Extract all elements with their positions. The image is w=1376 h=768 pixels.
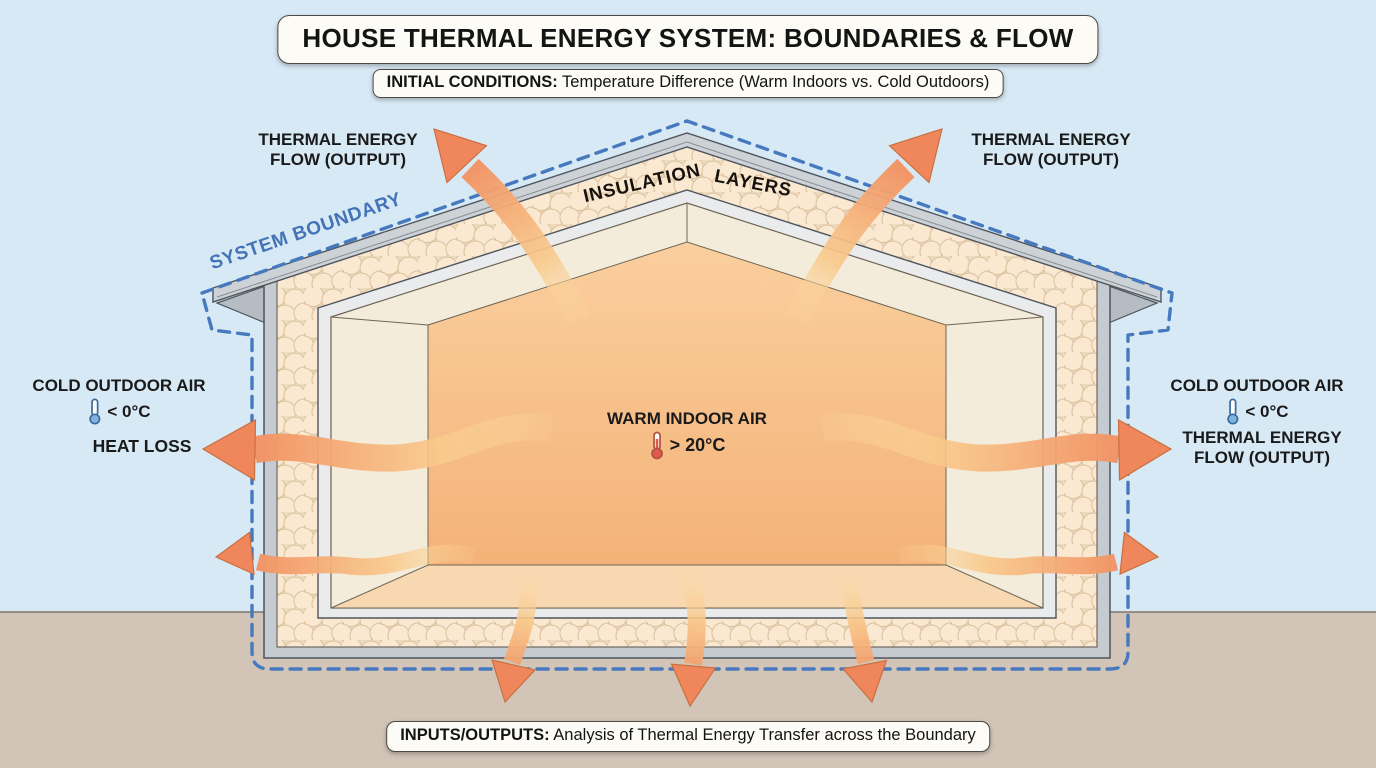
thermometer-cold-icon xyxy=(89,398,101,425)
page-title: HOUSE THERMAL ENERGY SYSTEM: BOUNDARIES … xyxy=(277,15,1099,64)
cold-temp-left: < 0°C xyxy=(32,398,205,425)
heat-flow-arrows xyxy=(201,128,1173,708)
cold-outdoor-left-label: COLD OUTDOOR AIR xyxy=(32,376,206,395)
cold-outdoor-right-block: COLD OUTDOOR AIR < 0°C xyxy=(1170,376,1344,425)
warm-indoor-label: WARM INDOOR AIR xyxy=(607,409,767,428)
initial-conditions-box: INITIAL CONDITIONS: Temperature Differen… xyxy=(372,69,1004,98)
heat-arrow-floor-center xyxy=(670,564,717,708)
inputs-outputs-box: INPUTS/OUTPUTS: Analysis of Thermal Ener… xyxy=(386,721,990,752)
heat-arrow-roof-left xyxy=(433,128,592,326)
heat-arrow-left-lower xyxy=(214,531,478,576)
heat-arrow-right-upper xyxy=(820,413,1173,481)
inputs-outputs-text: Analysis of Thermal Energy Transfer acro… xyxy=(549,726,976,744)
warm-indoor-block: WARM INDOOR AIR > 20°C xyxy=(607,409,767,460)
heat-arrow-roof-right xyxy=(784,128,943,326)
heat-arrow-right-lower xyxy=(896,531,1160,576)
system-boundary-line xyxy=(200,119,1174,671)
heat-arrow-floor-right xyxy=(839,567,888,704)
thermometer-cold-icon xyxy=(1227,398,1239,425)
perspective-lines xyxy=(330,203,1044,326)
insulation-layers-label: INSULATION LAYERS xyxy=(581,158,794,207)
thermal-flow-label-right: THERMAL ENERGY FLOW (OUTPUT) xyxy=(1182,428,1342,468)
initial-conditions-label: INITIAL CONDITIONS: xyxy=(386,73,558,91)
roof-inner-line xyxy=(216,141,1158,298)
heat-loss-label: HEAT LOSS xyxy=(92,436,192,456)
heat-arrow-left-upper xyxy=(201,413,554,481)
thermal-flow-label-top-left: THERMAL ENERGY FLOW (OUTPUT) xyxy=(258,130,418,170)
cold-temp-right: < 0°C xyxy=(1170,398,1343,425)
initial-conditions-text: Temperature Difference (Warm Indoors vs.… xyxy=(557,73,990,91)
inputs-outputs-label: INPUTS/OUTPUTS: xyxy=(400,726,550,744)
thermal-flow-label-top-right: THERMAL ENERGY FLOW (OUTPUT) xyxy=(971,130,1131,170)
warm-temp: > 20°C xyxy=(607,431,767,460)
page-title-text: HOUSE THERMAL ENERGY SYSTEM: BOUNDARIES … xyxy=(302,23,1074,53)
heat-arrow-floor-left xyxy=(491,569,538,704)
cold-outdoor-right-label: COLD OUTDOOR AIR xyxy=(1170,376,1344,395)
thermometer-warm-icon xyxy=(650,431,663,460)
cold-outdoor-left-block: COLD OUTDOOR AIR < 0°C xyxy=(32,376,206,425)
roof-slab xyxy=(212,132,1162,303)
